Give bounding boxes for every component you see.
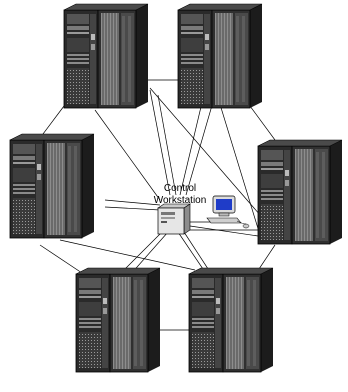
server-middle-right — [257, 139, 343, 245]
workstation-monitor-icon — [206, 195, 250, 229]
workstation-tower — [157, 203, 191, 235]
server-top-left — [63, 3, 149, 109]
server-middle-left — [9, 133, 95, 239]
label-line-1: Control — [163, 183, 197, 194]
server-bottom-left — [75, 267, 161, 373]
server-top-right — [177, 3, 263, 109]
control-workstation-label: Control Workstation — [140, 183, 220, 207]
server-bottom-right — [188, 267, 274, 373]
label-line-2: Workstation — [153, 195, 207, 206]
